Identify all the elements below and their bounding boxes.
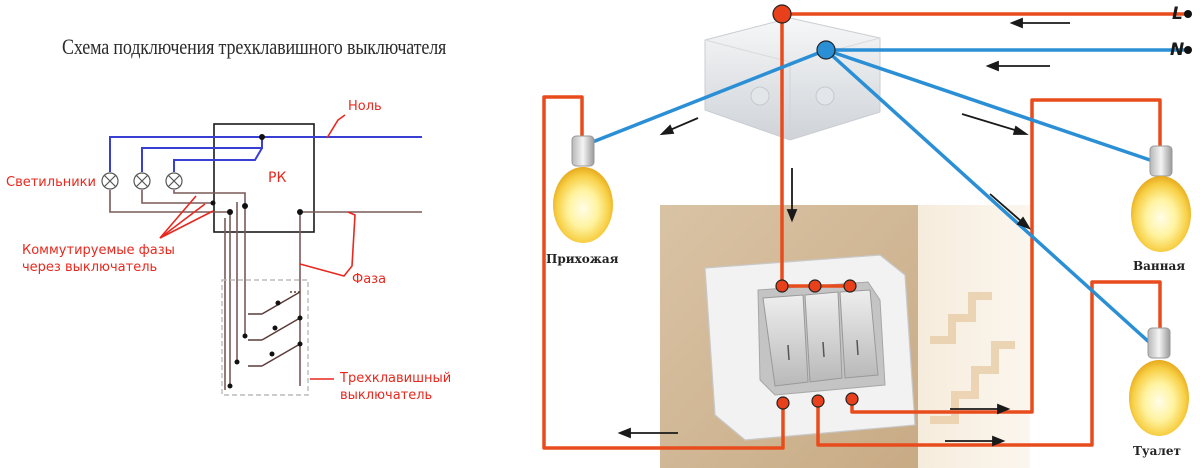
junction-box — [704, 17, 881, 141]
switch-label-1: Трехклавишный — [340, 371, 452, 386]
line-label: L — [1172, 4, 1183, 24]
bathroom-label: Ванная — [1133, 259, 1186, 273]
three-gang-switch — [704, 254, 916, 441]
switched-phases-label-2: через выключатель — [22, 260, 158, 275]
hallway-label: Прихожая — [546, 252, 619, 266]
neutral-wiring — [589, 48, 1188, 345]
label-pointers — [159, 114, 356, 380]
neutral-label: Ноль — [348, 99, 382, 114]
neutral-wire-label: N — [1170, 40, 1185, 60]
junction-box-label: РК — [268, 170, 287, 186]
terminals — [772, 4, 859, 410]
junction-box-rect — [213, 123, 315, 233]
bulb-toilet — [1129, 327, 1189, 436]
terminal-dots — [1184, 10, 1192, 54]
lamps-label: Светильники — [6, 175, 96, 190]
switch-outline — [221, 279, 309, 396]
schematic-title: Схема подключения трехклавишного выключа… — [62, 34, 447, 59]
neutral-wires — [109, 136, 422, 172]
switch-dots — [227, 300, 303, 389]
switch-contacts — [248, 291, 301, 367]
bulb-hallway — [553, 135, 613, 243]
lamp-symbols — [101, 172, 183, 190]
stairs-steps — [930, 292, 1015, 424]
current-arrows — [617, 17, 1070, 447]
phase-label: Фаза — [352, 272, 387, 287]
phase-wires — [109, 190, 422, 390]
bulb-bathroom — [1131, 145, 1191, 252]
toilet-label: Туалет — [1133, 444, 1181, 458]
junction-dots — [210, 134, 303, 215]
switched-phases-label-1: Коммутируемые фазы — [22, 243, 175, 258]
switch-label-2: выключатель — [340, 388, 433, 403]
